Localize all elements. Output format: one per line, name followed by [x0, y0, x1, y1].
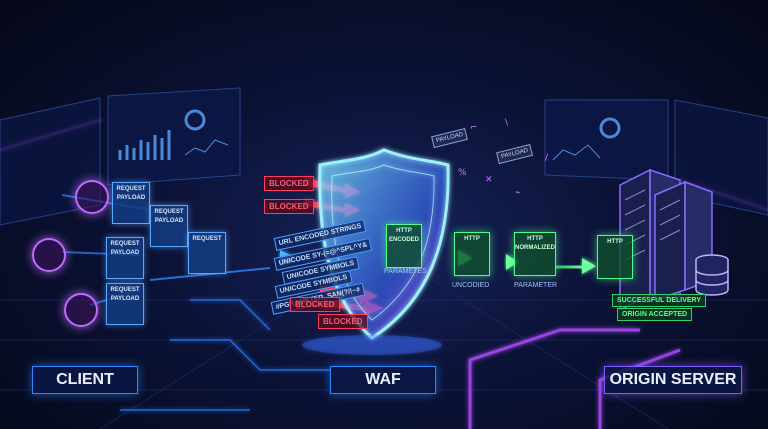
- blocked-badge: BLOCKED: [318, 314, 368, 329]
- symbol-glyph: ⌁: [515, 188, 520, 198]
- document-caption: PARAMETES: [384, 268, 427, 275]
- blocked-badge: BLOCKED: [264, 199, 314, 214]
- http-document: HTTP: [597, 235, 633, 279]
- circuit-traces: [120, 299, 330, 411]
- http-document: HTTP: [454, 232, 490, 276]
- symbol-glyph: ✕: [485, 175, 493, 185]
- client-user-icon: [64, 293, 98, 327]
- status-badge: SUCCESSFUL DELIVERY: [612, 294, 707, 307]
- database-icon: [695, 254, 729, 296]
- request-document: REQUEST: [188, 232, 226, 274]
- blocked-badge: BLOCKED: [264, 176, 314, 191]
- symbol-glyph: ⌐: [470, 123, 478, 133]
- symbol-glyph: \: [505, 118, 509, 128]
- status-badge: ORIGIN ACCEPTED: [617, 308, 693, 321]
- symbol-glyph: /: [545, 153, 549, 163]
- document-caption: PARAMETER: [514, 282, 558, 289]
- floating-symbols: ⌐ \ % ✕ ⌁ /: [458, 118, 549, 198]
- bar-mini-chart: [118, 130, 171, 160]
- client-user-icon: [32, 238, 66, 272]
- document-caption: UNCODIED: [452, 282, 490, 289]
- blocked-badge: BLOCKED: [290, 297, 340, 312]
- client-label: CLIENT: [32, 366, 138, 394]
- origin-server-label: ORIGIN SERVER: [604, 366, 742, 394]
- symbol-glyph: %: [458, 168, 467, 178]
- waf-label: WAF: [330, 366, 436, 394]
- client-user-icon: [75, 180, 109, 214]
